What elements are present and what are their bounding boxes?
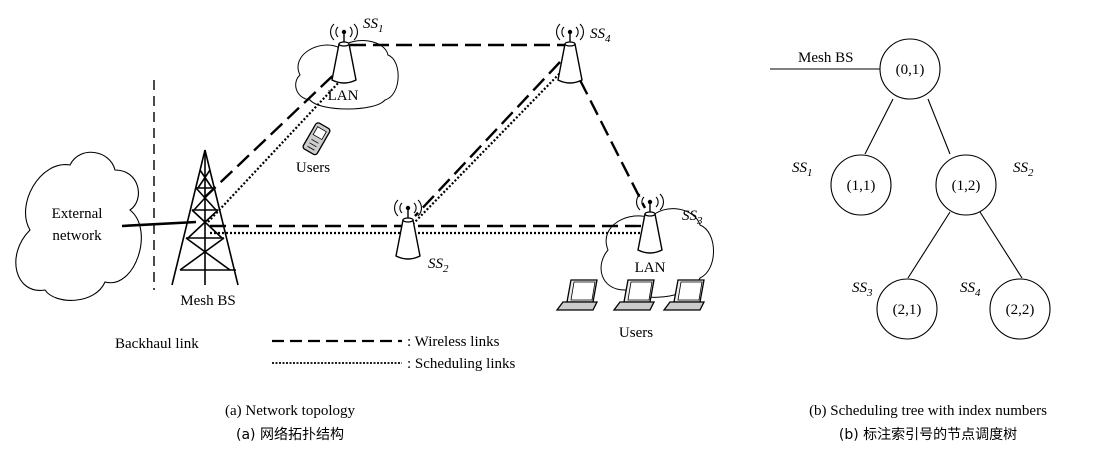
legend-wireless-label: : Wireless links [407, 334, 500, 350]
laptop-icon [556, 279, 598, 311]
caption-a-en: (a) Network topology [225, 403, 355, 419]
caption-a-cn: (a) 网络拓扑结构 [236, 427, 344, 443]
tree-ss3-label: SS3 [852, 280, 873, 299]
tree-node-2-1 [876, 278, 938, 340]
tree-node-root [879, 38, 941, 100]
tree-node-1-2-label: (1,2) [952, 178, 981, 194]
external-network-label-line1: External [52, 206, 103, 222]
lan-cloud-lower [600, 208, 714, 298]
tree-node-root-label: (0,1) [896, 62, 925, 78]
tree-node-2-2-label: (2,2) [1006, 302, 1035, 318]
external-network-cloud [15, 151, 142, 301]
tree-edges [770, 68, 1023, 279]
ss2-label: SS2 [428, 256, 449, 275]
tree-node-1-1 [830, 154, 892, 216]
lan-label-lower: LAN [635, 260, 666, 276]
scheduling-links [207, 69, 648, 235]
lan-label-upper: LAN [328, 88, 359, 104]
external-network-label-line2: network [52, 228, 102, 244]
caption-b-en: (b) Scheduling tree with index numbers [809, 403, 1047, 419]
tree-mesh-bs-label: Mesh BS [798, 50, 853, 66]
backhaul-link-label: Backhaul link [115, 336, 199, 352]
ss1-label: SS1 [363, 16, 384, 35]
users-label-lower: Users [619, 325, 653, 341]
legend-scheduling-label: : Scheduling links [407, 356, 515, 372]
mobile-phone-icon [302, 122, 331, 156]
backhaul-link-line [121, 220, 197, 228]
network-topology-panel: External network Mesh BS Backhaul link L… [15, 16, 714, 443]
tree-node-2-1-label: (2,1) [893, 302, 922, 318]
ss2-antenna-icon [393, 199, 423, 260]
tree-ss4-label: SS4 [960, 280, 981, 299]
tree-node-1-2 [935, 154, 997, 216]
scheduling-tree-panel: (0,1) (1,1) (1,2) (2,1) (2,2) Mesh BS SS… [770, 38, 1051, 443]
tree-node-2-2 [989, 278, 1051, 340]
tree-ss2-label: SS2 [1013, 160, 1034, 179]
users-label-upper: Users [296, 160, 330, 176]
legend: : Wireless links : Scheduling links [272, 334, 515, 372]
mesh-bs-tower [171, 149, 239, 286]
mesh-bs-label: Mesh BS [180, 293, 235, 309]
ss4-antenna-icon [555, 23, 585, 84]
caption-b-cn: (b) 标注索引号的节点调度树 [839, 426, 1017, 443]
wireless-links [203, 43, 648, 228]
tree-node-1-1-label: (1,1) [847, 178, 876, 194]
ss4-label: SS4 [590, 26, 611, 45]
ss3-label: SS3 [682, 208, 703, 227]
tree-ss1-label: SS1 [792, 160, 813, 179]
